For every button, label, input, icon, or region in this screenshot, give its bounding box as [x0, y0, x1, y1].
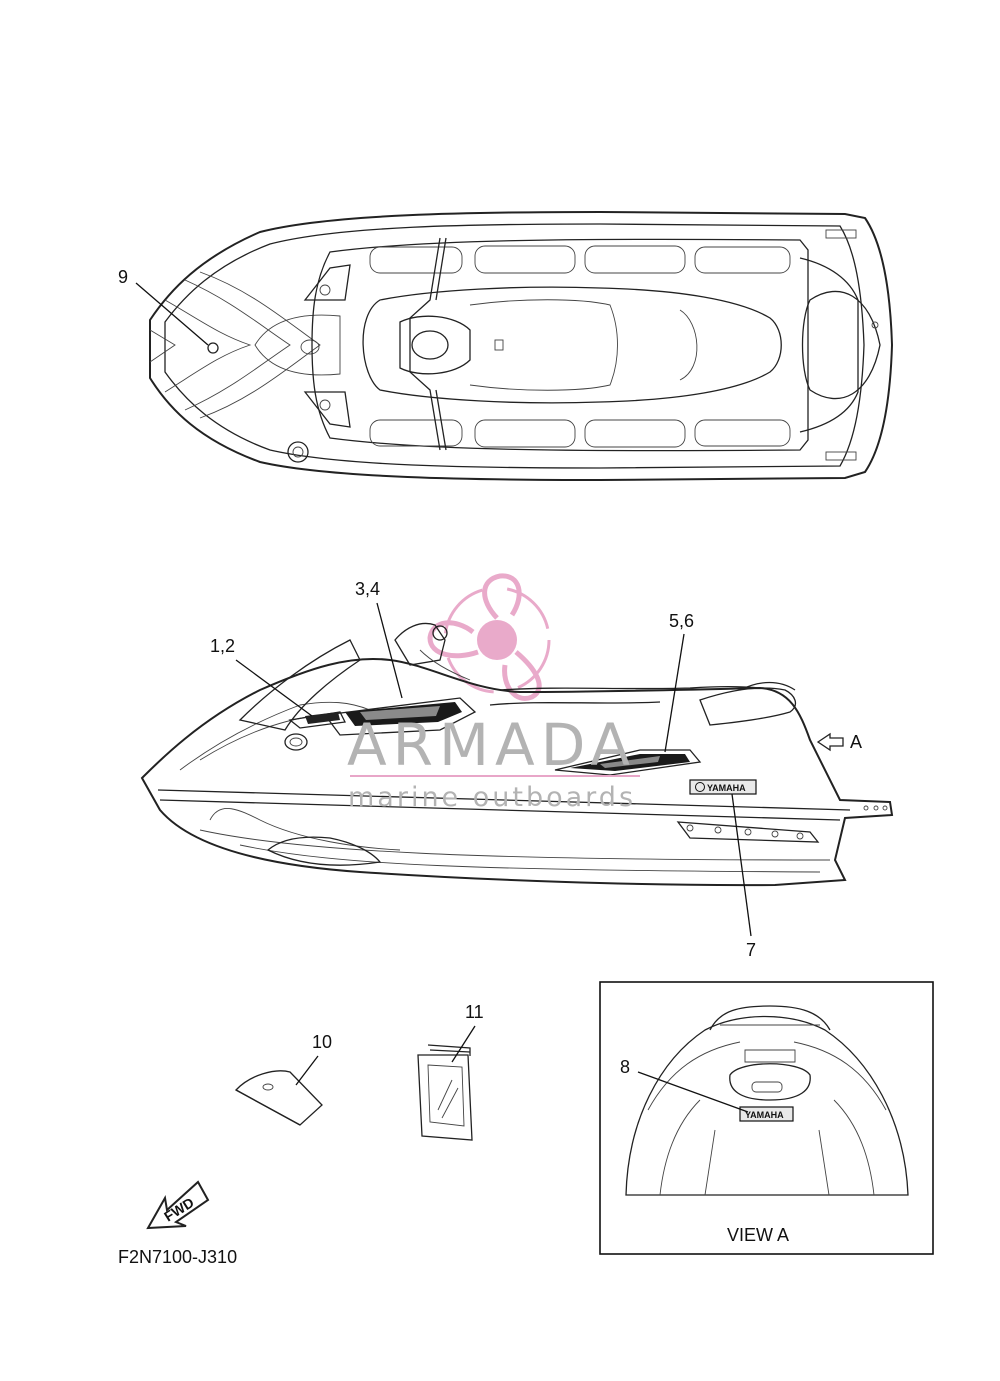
yamaha-badge-stern [739, 1106, 794, 1122]
callout-10: 10 [312, 1032, 332, 1052]
part-code: F2N7100-J310 [118, 1247, 237, 1267]
fwd-arrow-icon: FWD [146, 1180, 210, 1230]
part-10-sticker [234, 1070, 323, 1126]
callout-a: A [850, 732, 862, 752]
view-a-label: VIEW A [727, 1225, 789, 1245]
yamaha-badge-side-text: YAMAHA [707, 783, 746, 793]
callout-8: 8 [620, 1057, 630, 1077]
callout-11: 11 [465, 1002, 484, 1022]
callout-5-6: 5,6 [669, 611, 694, 631]
yamaha-badge-stern-text: YAMAHA [745, 1110, 784, 1120]
callout-3-4: 3,4 [355, 579, 380, 599]
top-view-hull [149, 210, 894, 482]
view-a-arrow [816, 732, 844, 752]
callout-1-2: 1,2 [210, 636, 235, 656]
watermark-tagline: marine outboards [348, 782, 636, 813]
view-a-stern-drawing: YAMAHA [625, 1005, 909, 1196]
side-view-hull: YAMAHA [140, 622, 894, 887]
callout-9: 9 [118, 267, 128, 287]
watermark-brand: ARMADA [347, 711, 636, 779]
watermark-logo [427, 573, 551, 701]
view-a-frame [599, 981, 934, 1255]
part-11-card-pack [417, 1044, 473, 1141]
callout-7: 7 [746, 940, 756, 960]
yamaha-badge-side [689, 779, 757, 795]
